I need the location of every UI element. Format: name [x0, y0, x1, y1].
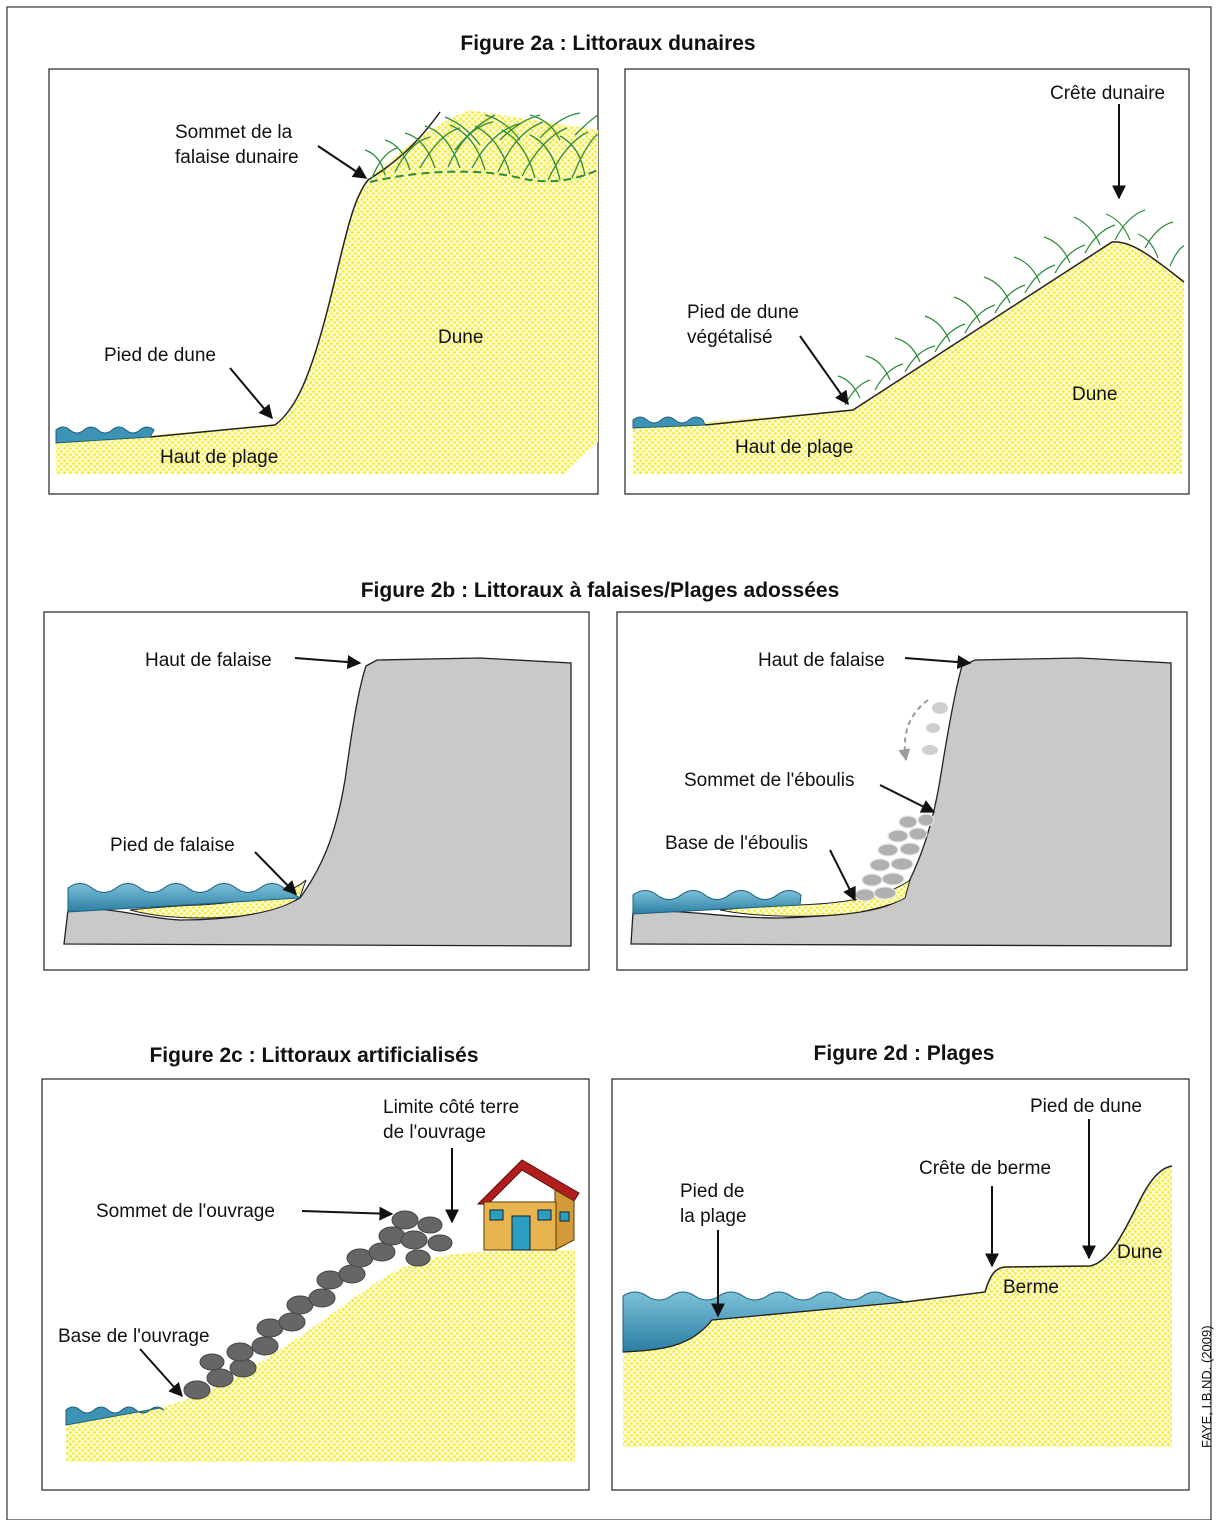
water	[622, 1291, 906, 1353]
label-pied-plage-2: la plage	[680, 1206, 747, 1227]
scree-pile	[854, 813, 935, 902]
label-haut-falaise: Haut de falaise	[758, 650, 885, 671]
water	[632, 890, 802, 915]
water	[632, 416, 706, 429]
beach-sand	[623, 1166, 1172, 1447]
house	[476, 1159, 580, 1251]
panel-2a-right: Crête dunaire Pied de dune végétalisé Du…	[624, 68, 1190, 495]
house-window-right	[537, 1209, 552, 1221]
house-window-left	[489, 1209, 504, 1221]
house-side-window	[559, 1211, 570, 1222]
arrow-sommet	[879, 784, 936, 813]
panel-2c: Limite côté terre de l'ouvrage Sommet de…	[41, 1078, 590, 1491]
label-dune: Dune	[1117, 1242, 1162, 1263]
beach-profile-line	[904, 1165, 1173, 1303]
label-pied-1: Pied de dune	[687, 302, 799, 323]
grass-patch	[837, 209, 1185, 406]
dune-body	[56, 110, 598, 474]
label-pied-2: végétalisé	[687, 327, 773, 348]
label-sommet-ouvrage: Sommet de l'ouvrage	[96, 1201, 275, 1222]
label-pied-plage-1: Pied de	[680, 1181, 744, 1202]
dune-dashed-line	[369, 169, 599, 183]
figure-2a-title: Figure 2a : Littoraux dunaires	[460, 32, 755, 55]
arrow-summit	[317, 145, 368, 179]
dune-profile-line	[149, 111, 441, 438]
shore-line	[622, 1301, 906, 1353]
label-base-ouvrage: Base de l'ouvrage	[58, 1326, 210, 1347]
riprap-blocks	[183, 1210, 453, 1400]
figure-2c-title: Figure 2c : Littoraux artificialisés	[149, 1044, 478, 1067]
arrow-base	[139, 1348, 183, 1398]
dune-profile-line	[704, 241, 1185, 426]
arrow-base	[829, 849, 856, 902]
panel-2a-left: Sommet de la falaise dunaire Pied de dun…	[48, 68, 599, 495]
label-berme: Berme	[1003, 1277, 1059, 1298]
panel-2d: Pied de dune Crête de berme Pied de la p…	[611, 1078, 1190, 1491]
label-pied-dune: Pied de dune	[104, 345, 216, 366]
falling-rocks	[922, 702, 948, 755]
label-summit-2: falaise dunaire	[175, 147, 299, 168]
panel-2b-left: Haut de falaise Pied de falaise	[43, 611, 590, 971]
page-border	[6, 6, 1212, 1520]
house-door	[511, 1215, 531, 1251]
water	[55, 426, 155, 444]
arrow-pied	[229, 367, 273, 420]
label-pied-falaise: Pied de falaise	[110, 835, 235, 856]
label-limite-1: Limite côté terre	[383, 1097, 519, 1118]
grass-patch	[364, 112, 599, 181]
figure-2b-title: Figure 2b : Littoraux à falaises/Plages …	[361, 579, 840, 602]
label-haut-falaise: Haut de falaise	[145, 650, 272, 671]
label-dune: Dune	[438, 327, 483, 348]
beach-sand	[129, 879, 307, 919]
ground-sand	[66, 1250, 575, 1462]
label-pied-dune: Pied de dune	[1030, 1096, 1142, 1117]
dune-body	[633, 241, 1184, 474]
figure-2d-title: Figure 2d : Plages	[814, 1042, 995, 1065]
water	[67, 883, 302, 913]
label-summit-1: Sommet de la	[175, 122, 293, 143]
label-dune: Dune	[1072, 384, 1117, 405]
cliff-body	[63, 657, 572, 947]
label-haut-plage: Haut de plage	[735, 437, 853, 458]
label-haut-plage: Haut de plage	[160, 447, 278, 468]
arrow-haut	[904, 655, 972, 670]
label-limite-2: de l'ouvrage	[383, 1122, 486, 1143]
label-sommet-eboulis: Sommet de l'éboulis	[684, 770, 855, 791]
panel-2b-right: Haut de falaise Sommet de l'éboulis Base…	[616, 611, 1188, 971]
arrow-pied	[799, 335, 849, 406]
water	[65, 1406, 165, 1426]
credit-text: FAYE, I.B.ND. (2009)	[1199, 1325, 1214, 1448]
label-crest: Crête dunaire	[1050, 83, 1165, 104]
label-base-eboulis: Base de l'éboulis	[665, 833, 808, 854]
arrow-haut	[294, 655, 362, 670]
label-crete-berme: Crête de berme	[919, 1158, 1051, 1179]
arrow-sommet	[301, 1206, 394, 1221]
arrow-pied	[254, 851, 297, 896]
